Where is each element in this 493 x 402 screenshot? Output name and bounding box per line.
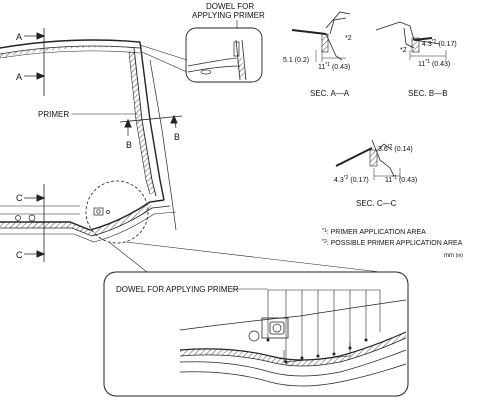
detail-circle [85, 180, 149, 244]
bottom-detail-inset [103, 271, 409, 397]
windshield-outline [0, 39, 177, 243]
section-a-title: SEC. A—A [310, 89, 350, 98]
detail-leader [125, 241, 381, 273]
section-c-drawing [335, 139, 401, 180]
section-b-drawing [375, 21, 447, 60]
sill-details [15, 207, 110, 222]
dowel-bottom-label: DOWEL FOR APPLYING PRIMER [116, 285, 239, 294]
marker-c-bottom: C [16, 250, 23, 260]
marker-b-left: B [126, 140, 132, 150]
legend: *1: PRIMER APPLICATION AREA *2: POSSIBLE… [322, 228, 463, 259]
dowel-top-label-line2: APPLYING PRIMER [192, 11, 265, 20]
section-c-dim2: 4.3*2 (0.17) [334, 175, 369, 184]
section-b-dim1: 4.3*2 (0.17) [422, 39, 457, 48]
section-a-star: *2 [345, 35, 352, 42]
marker-b-right: B [174, 132, 180, 142]
legend-note2: *2: POSSIBLE PRIMER APPLICATION AREA [322, 239, 463, 247]
primer-label: PRIMER [38, 110, 69, 119]
section-a-drawing [291, 11, 351, 62]
legend-note1: *1: PRIMER APPLICATION AREA [322, 228, 426, 236]
primer-band [0, 46, 156, 236]
section-line-a [24, 28, 46, 96]
marker-a-top: A [16, 32, 22, 42]
section-a-dim2: 11*1 (0.43) [318, 62, 350, 71]
section-c-dim3: 11*1 (0.43) [385, 175, 417, 184]
detail-leader [108, 241, 148, 273]
section-c-title: SEC. C—C [356, 199, 397, 208]
inset-connector [141, 51, 188, 73]
section-b-title: SEC. B—B [408, 89, 448, 98]
section-b-dim2: 11*1 (0.43) [418, 59, 450, 68]
section-b-star: *2 [400, 47, 407, 54]
section-line-b [119, 114, 183, 136]
section-line-c [24, 184, 46, 262]
marker-a-bottom: A [16, 72, 22, 82]
section-c-dim1: 3.6*2 (0.14) [378, 144, 413, 153]
section-a-dim1: 5.1 (0.2) [283, 57, 309, 64]
dowel-inset [185, 27, 263, 83]
legend-units: mm (in) [444, 253, 463, 259]
dowel-top-label-line1: DOWEL FOR [206, 2, 254, 11]
marker-c-top: C [16, 193, 23, 203]
inset-connector [139, 44, 188, 61]
